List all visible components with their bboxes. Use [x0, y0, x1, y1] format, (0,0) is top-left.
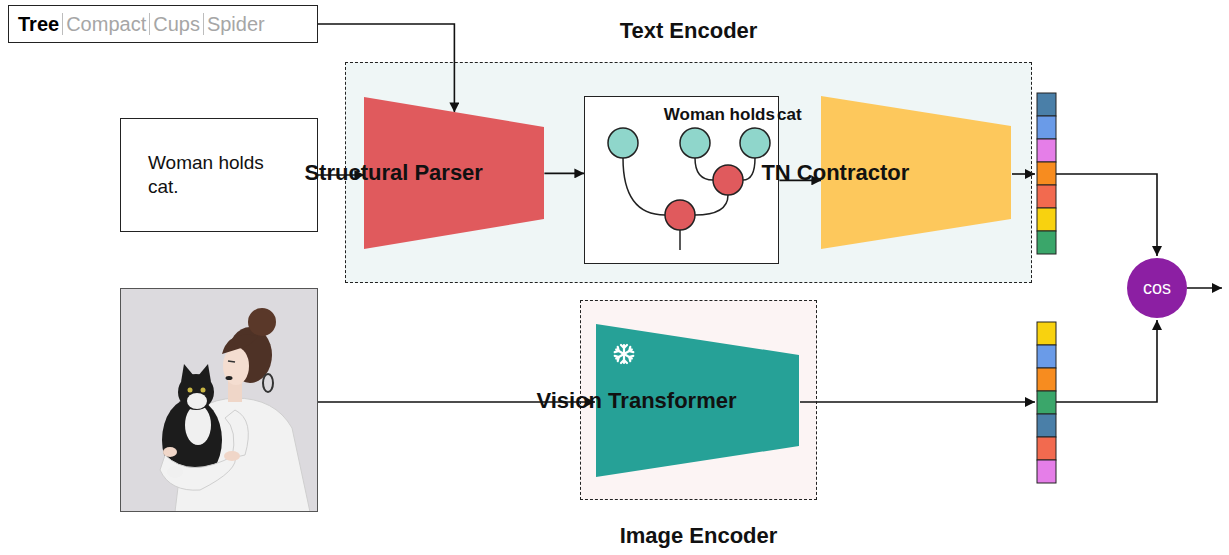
photo-illustration-part — [167, 466, 183, 478]
operator-label: cos — [1143, 278, 1171, 299]
photo-illustration-part — [228, 361, 235, 362]
parse-tree-part-part — [623, 158, 665, 215]
flow-arrow — [1056, 320, 1157, 402]
parse-tree-part — [680, 128, 710, 158]
photo-illustration-part — [187, 393, 207, 409]
photo-illustration-part — [225, 410, 248, 458]
parse-tree-part-part — [680, 230, 682, 250]
flow-arrow — [1187, 287, 1222, 289]
vector-cell — [1037, 345, 1056, 368]
vector-cell — [1037, 414, 1056, 437]
photo-illustration-part — [201, 388, 206, 393]
connector-arrow — [544, 173, 584, 175]
parse-tree-part-part — [695, 158, 713, 180]
vector-cell — [1037, 116, 1056, 139]
vector-cell — [1037, 231, 1056, 254]
parse-tree-part — [623, 158, 755, 250]
block-label: TN Contractor — [761, 160, 873, 186]
similarity-node: cos — [1127, 258, 1187, 318]
flow-arrow — [1056, 174, 1157, 256]
vector-cell — [1037, 437, 1056, 460]
parse-tree-box: Woman holdscat — [584, 96, 779, 264]
option-label: Cups — [149, 13, 203, 35]
photo-illustration-part — [178, 374, 214, 410]
photo-illustration-part — [222, 335, 258, 354]
tree-word: Woman holds — [600, 105, 838, 125]
photo-illustration-part — [163, 447, 177, 457]
vector-cell — [1037, 460, 1056, 483]
vector-cell — [1037, 208, 1056, 231]
photo-illustration-part — [120, 288, 318, 512]
encoder-region: Image EncoderVision Transformer — [580, 300, 817, 500]
parse-tree-part — [713, 165, 743, 195]
vector-cell — [1037, 368, 1056, 391]
frozen-icon-part-part — [615, 347, 634, 361]
option-label: Spider — [203, 13, 268, 35]
parse-tree-part-part — [695, 195, 728, 215]
frozen-icon-part — [615, 347, 634, 361]
photo-illustration-part — [185, 405, 211, 445]
embedding-vectors-part — [1037, 322, 1056, 483]
input-text: Woman holds cat. — [148, 151, 280, 199]
encoder-region: Text EncoderStructural ParserWoman holds… — [345, 62, 1032, 283]
option-label: Tree — [15, 13, 62, 35]
input-text-box: Woman holds cat. — [120, 118, 318, 232]
parse-tree-part — [608, 128, 638, 158]
frozen-icon-part — [615, 347, 634, 361]
frozen-icon-part-part — [615, 347, 634, 361]
embedding-vectors-part — [1037, 93, 1056, 254]
vector-cell — [1037, 185, 1056, 208]
connector-arrow — [318, 24, 454, 112]
photo-illustration-part — [248, 308, 276, 336]
photo-illustration-part — [224, 451, 240, 461]
frozen-icon — [615, 345, 634, 363]
vector-cell — [1037, 139, 1056, 162]
vector-cell — [1037, 93, 1056, 116]
vector-cell — [1037, 162, 1056, 185]
vector-cell — [1037, 322, 1056, 345]
process-block: TN Contractor — [821, 96, 1011, 249]
option-label: Compact — [62, 13, 149, 35]
option-bar: TreeCompactCupsSpider — [8, 5, 318, 43]
photo-illustration-part — [226, 376, 233, 380]
photo-illustration-part — [188, 388, 193, 393]
block-label: Vision Transformer — [536, 388, 660, 414]
photo-illustration-part — [121, 289, 318, 512]
parse-tree-part-part — [743, 158, 755, 180]
parse-tree-part — [665, 200, 695, 230]
flow-arrow — [800, 401, 1035, 403]
embedding-vectors — [1037, 93, 1056, 483]
photo-illustration — [120, 288, 318, 512]
region-title: Text Encoder — [286, 18, 1091, 44]
photo-illustration-part — [263, 374, 273, 392]
block-label: Structural Parser — [304, 160, 416, 186]
process-block: Vision Transformer — [596, 324, 799, 477]
vector-cell — [1037, 391, 1056, 414]
region-title: Image Encoder — [521, 523, 876, 549]
region-fill — [345, 62, 1032, 283]
process-block: Structural Parser — [364, 97, 544, 249]
photo-illustration-part — [223, 347, 249, 385]
parse-tree-part — [740, 128, 770, 158]
photo-illustration-part — [160, 455, 236, 490]
